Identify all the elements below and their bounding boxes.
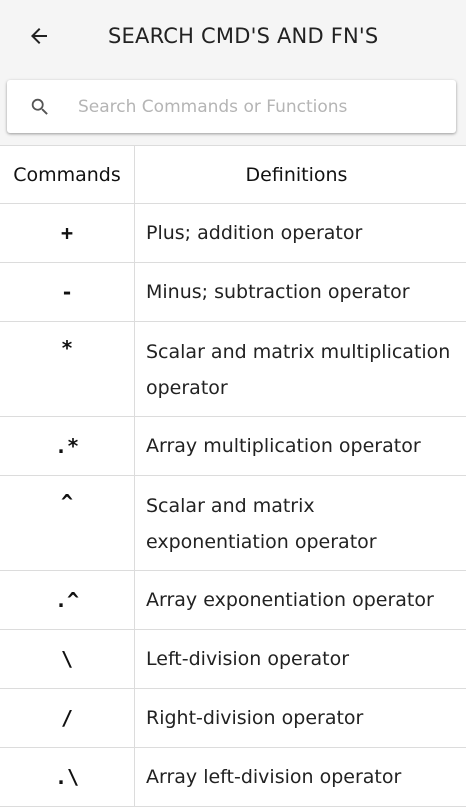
- page-title: SEARCH CMD'S AND FN'S: [108, 24, 379, 48]
- definition-cell: Scalar and matrix multiplication operato…: [146, 341, 451, 399]
- table-row[interactable]: - Minus; subtraction operator: [0, 263, 466, 322]
- app-bar: SEARCH CMD'S AND FN'S: [0, 0, 466, 72]
- definition-cell: Array exponentiation operator: [146, 589, 434, 611]
- table-row[interactable]: .^ Array exponentiation operator: [0, 571, 466, 630]
- command-cell: ^: [0, 476, 135, 570]
- table-row[interactable]: * Scalar and matrix multiplication opera…: [0, 322, 466, 417]
- search-bar[interactable]: [7, 80, 456, 133]
- definition-cell: Left-division operator: [146, 648, 350, 670]
- commands-table: Commands Definitions + Plus; addition op…: [0, 145, 466, 807]
- command-cell: *: [0, 322, 135, 416]
- definition-cell: Scalar and matrix exponentiation operato…: [146, 495, 377, 553]
- definition-cell: Right-division operator: [146, 707, 364, 729]
- table-row[interactable]: ^ Scalar and matrix exponentiation opera…: [0, 476, 466, 571]
- definition-cell: Minus; subtraction operator: [146, 281, 410, 303]
- search-input[interactable]: [78, 86, 438, 127]
- command-cell: +: [0, 204, 135, 262]
- back-button[interactable]: [20, 18, 58, 54]
- command-cell: .*: [0, 417, 135, 475]
- command-cell: .^: [0, 571, 135, 629]
- command-cell: .\: [0, 748, 135, 806]
- commands-column-header: Commands: [0, 146, 135, 203]
- command-cell: /: [0, 689, 135, 747]
- command-cell: \: [0, 630, 135, 688]
- table-row[interactable]: / Right-division operator: [0, 689, 466, 748]
- search-icon: [29, 96, 51, 118]
- definition-cell: Array multiplication operator: [146, 435, 421, 457]
- definition-cell: Plus; addition operator: [146, 222, 363, 244]
- arrow-left-icon: [31, 28, 47, 44]
- definitions-column-header: Definitions: [245, 163, 348, 186]
- table-row[interactable]: .* Array multiplication operator: [0, 417, 466, 476]
- table-row[interactable]: + Plus; addition operator: [0, 204, 466, 263]
- table-row[interactable]: \ Left-division operator: [0, 630, 466, 689]
- command-cell: -: [0, 263, 135, 321]
- definition-cell: Array left-division operator: [146, 766, 402, 788]
- table-row[interactable]: .\ Array left-division operator: [0, 748, 466, 807]
- table-header-row: Commands Definitions: [0, 146, 466, 204]
